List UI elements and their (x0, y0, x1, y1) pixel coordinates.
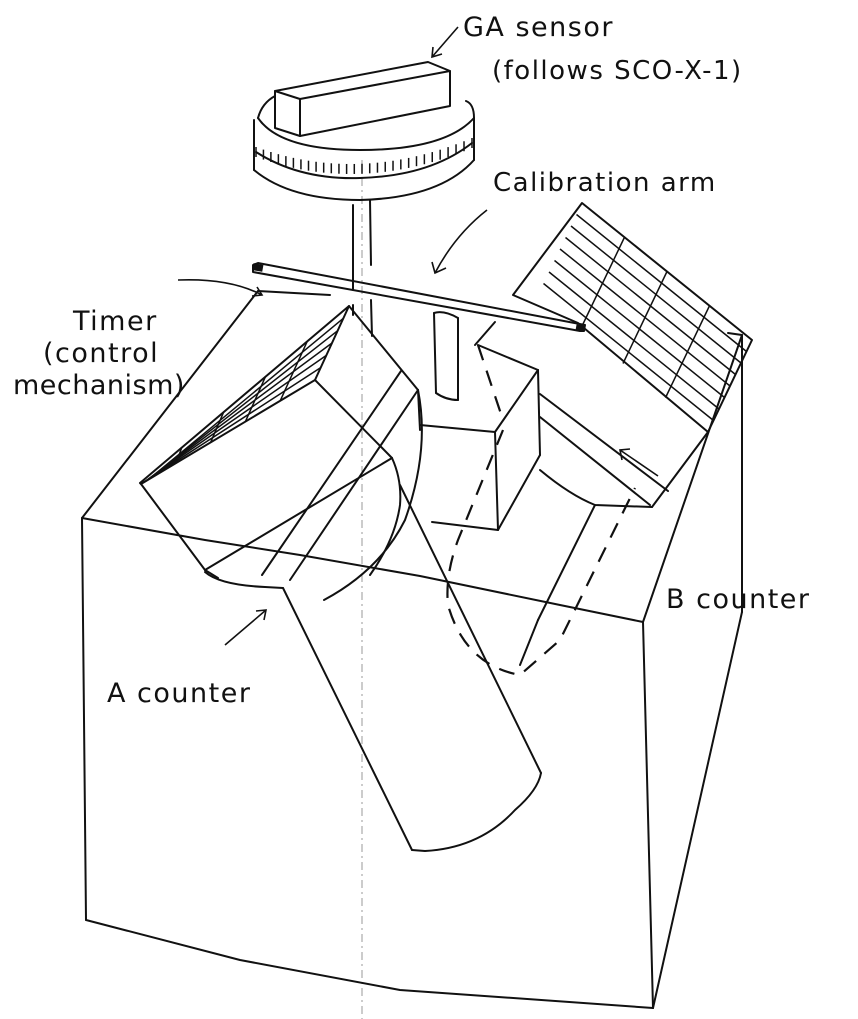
a-counter-tube-end (411, 772, 542, 852)
label-timer: Timer (73, 306, 158, 337)
ga-sensor-assembly (253, 61, 475, 337)
b-counter-arrow (619, 449, 659, 477)
ga-sensor-arrow (431, 26, 459, 58)
grid-col-line (579, 236, 626, 330)
box-front-left-edge (81, 517, 87, 921)
label-timer-mechanism: mechanism) (13, 370, 185, 401)
box-front-top-edge (81, 517, 644, 623)
box-left-top-edge (81, 290, 259, 519)
grid-col-line (622, 271, 668, 364)
ga-sensor-box (274, 61, 451, 137)
calibration-arm-arrow (434, 209, 488, 274)
hatch-cross-line (175, 447, 183, 464)
turntable-scale-ticks (255, 138, 473, 174)
a-counter-assembly (139, 305, 542, 852)
a-counter-tube-left (282, 587, 413, 851)
box-back-top-edge (257, 290, 331, 296)
box-right-top-edge (642, 334, 743, 623)
a-counter-arrow (224, 609, 267, 646)
grid-col-line (664, 305, 711, 399)
b-counter-grid-panel (512, 202, 753, 433)
hatch-cross-line (279, 341, 308, 402)
hatch-line (142, 367, 322, 484)
timer-arrow (177, 278, 263, 296)
label-b-counter: B counter (666, 584, 811, 615)
box-front-bottom-edge (85, 919, 654, 1009)
label-timer-control: (control (43, 338, 160, 369)
sensor-pole-right (369, 199, 372, 266)
label-a-counter: A counter (107, 678, 252, 709)
hatch-line (144, 354, 327, 483)
box-right-bottom-edge (652, 611, 743, 1009)
timer-grid-hatch (142, 317, 344, 484)
hidden-counter-tube (446, 429, 636, 677)
hatch-line (149, 317, 344, 479)
hatch-cross-line (209, 411, 225, 443)
calibration-arm (252, 262, 586, 401)
b-counter-grid-lines (543, 213, 747, 422)
hatch-cross-line (244, 376, 267, 422)
pedestal-block (419, 321, 541, 531)
a-counter-tube-right (399, 484, 542, 774)
b-counter-assembly (512, 202, 753, 666)
label-ga-sensor-note: (follows SCO-X-1) (492, 56, 743, 86)
label-ga-sensor: GA sensor (463, 12, 614, 43)
box-front-right-edge (642, 621, 654, 1009)
box-back-top-stub (727, 332, 743, 336)
label-calibration-arm: Calibration arm (493, 168, 717, 198)
leader-arrows (177, 26, 659, 646)
